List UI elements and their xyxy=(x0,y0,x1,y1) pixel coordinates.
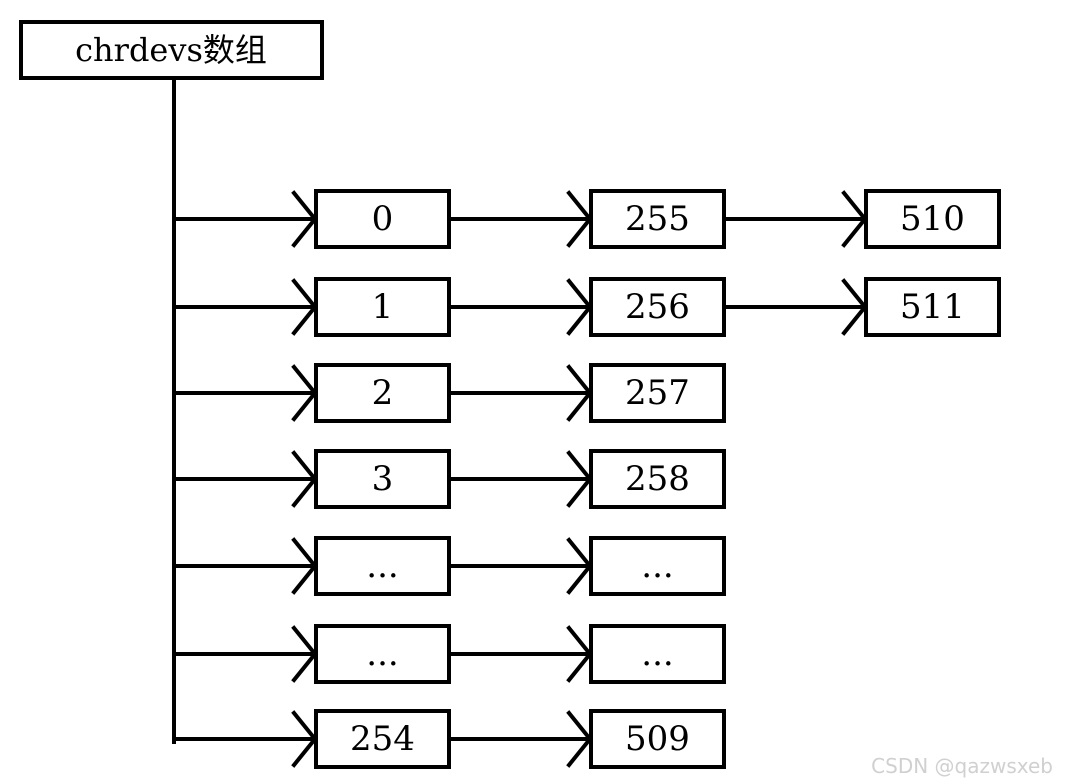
link-arrow-1-1 xyxy=(449,278,593,336)
link-arrow-3-1 xyxy=(449,450,593,508)
node-label: 258 xyxy=(625,459,690,499)
node-box: ... xyxy=(314,536,451,596)
link-arrow-5-1 xyxy=(449,625,593,683)
node-label: 509 xyxy=(625,719,690,759)
trunk-arrow-0 xyxy=(174,190,318,248)
node-box: ... xyxy=(314,624,451,684)
node-label: 0 xyxy=(372,199,394,239)
node-label: 254 xyxy=(350,719,415,759)
node-label: ... xyxy=(641,634,673,674)
trunk-arrow-5 xyxy=(174,625,318,683)
node-box: 0 xyxy=(314,189,451,249)
trunk-arrow-1 xyxy=(174,278,318,336)
link-arrow-6-1 xyxy=(449,710,593,768)
node-box: 258 xyxy=(589,449,726,509)
node-box: 255 xyxy=(589,189,726,249)
trunk-arrow-6 xyxy=(174,710,318,768)
node-label: ... xyxy=(366,634,398,674)
node-box: 257 xyxy=(589,363,726,423)
node-box: 2 xyxy=(314,363,451,423)
node-label: 257 xyxy=(625,373,690,413)
title-box: chrdevs数组 xyxy=(19,20,324,80)
node-box: ... xyxy=(589,624,726,684)
node-label: 256 xyxy=(625,287,690,327)
node-label: 2 xyxy=(372,373,394,413)
title-label: chrdevs数组 xyxy=(75,31,267,69)
link-arrow-2-1 xyxy=(449,364,593,422)
node-box: 3 xyxy=(314,449,451,509)
link-arrow-0-2 xyxy=(724,190,868,248)
watermark: CSDN @qazwsxeb xyxy=(871,754,1053,778)
trunk-arrow-2 xyxy=(174,364,318,422)
node-label: 255 xyxy=(625,199,690,239)
node-box: ... xyxy=(589,536,726,596)
node-label: ... xyxy=(641,546,673,586)
node-label: 510 xyxy=(900,199,965,239)
node-box: 511 xyxy=(864,277,1001,337)
node-label: 3 xyxy=(372,459,394,499)
node-box: 1 xyxy=(314,277,451,337)
node-box: 256 xyxy=(589,277,726,337)
link-arrow-4-1 xyxy=(449,537,593,595)
node-box: 509 xyxy=(589,709,726,769)
rows-layer: 0 255 510 1 256 511 2 257 3 258............ 254 509 xyxy=(174,189,1001,769)
trunk-arrow-3 xyxy=(174,450,318,508)
trunk-arrow-4 xyxy=(174,537,318,595)
node-label: 1 xyxy=(372,287,394,327)
node-label: ... xyxy=(366,546,398,586)
link-arrow-0-1 xyxy=(449,190,593,248)
node-box: 510 xyxy=(864,189,1001,249)
node-label: 511 xyxy=(900,287,965,327)
node-box: 254 xyxy=(314,709,451,769)
link-arrow-1-2 xyxy=(724,278,868,336)
